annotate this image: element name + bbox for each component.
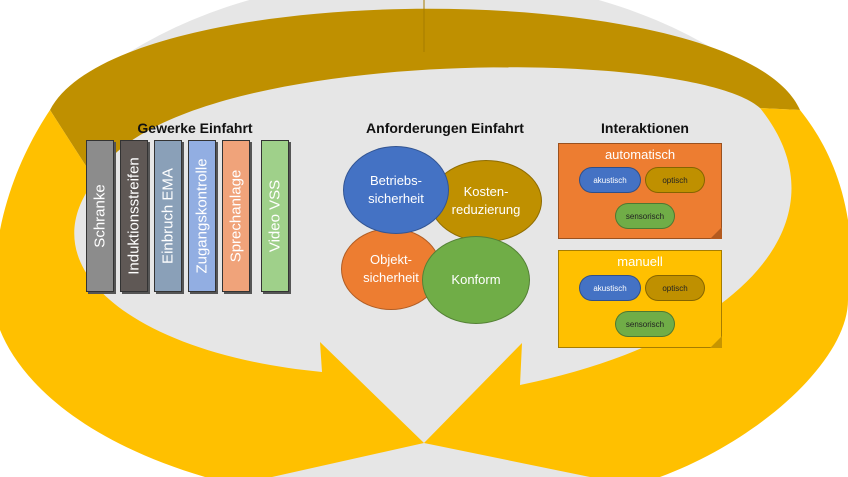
heading-anforderungen: Anforderungen Einfahrt — [366, 120, 524, 136]
gewerk-label: Video VSS — [266, 179, 284, 253]
chip-sensorisch: sensorisch — [615, 311, 675, 337]
circle-betriebssicherheit: Betriebs- sicherheit — [343, 146, 449, 234]
note-automatisch: automatisch akustisch optisch sensorisch — [558, 143, 722, 239]
gewerk-video-vss: Video VSS — [261, 140, 289, 292]
gewerk-label: Zugangskontrolle — [193, 158, 211, 274]
gewerk-induktionsstreifen: Induktionsstreifen — [120, 140, 148, 292]
chip-sensorisch: sensorisch — [615, 203, 675, 229]
left-arrow-band — [0, 110, 424, 477]
gewerk-label: Sprechanlage — [227, 169, 245, 263]
gewerk-sprechanlage: Sprechanlage — [222, 140, 250, 292]
chip-label: optisch — [662, 283, 688, 293]
chip-optisch: optisch — [645, 275, 705, 301]
note-fold — [710, 227, 722, 239]
top-arrow-band — [50, 8, 800, 180]
circle-label: Betriebs- sicherheit — [368, 173, 424, 206]
right-arrow-band — [424, 108, 848, 477]
heading-interaktionen: Interaktionen — [601, 120, 689, 136]
chip-label: sensorisch — [625, 211, 665, 221]
gewerk-schranke: Schranke — [86, 140, 114, 292]
gewerk-zugangskontrolle: Zugangskontrolle — [188, 140, 216, 292]
circle-kostenreduzierung: Kosten- reduzierung — [430, 160, 542, 242]
chip-label: optisch — [662, 175, 688, 185]
circle-label: Objekt- sicherheit — [363, 252, 419, 285]
gewerk-einbruch-ema: Einbruch EMA — [154, 140, 182, 292]
note-title: automatisch — [604, 147, 676, 162]
chip-label: akustisch — [593, 175, 627, 185]
note-title: manuell — [617, 254, 663, 269]
gewerk-label: Schranke — [91, 184, 109, 248]
chip-optisch: optisch — [645, 167, 705, 193]
circle-label: Kosten- reduzierung — [451, 184, 521, 217]
chip-label: sensorisch — [625, 319, 665, 329]
note-manuell: manuell akustisch optisch sensorisch — [558, 250, 722, 348]
circle-label: Konform — [451, 272, 501, 287]
chip-label: akustisch — [593, 283, 627, 293]
gewerk-label: Induktionsstreifen — [125, 157, 143, 275]
gewerk-label: Einbruch EMA — [159, 168, 177, 264]
chip-akustisch: akustisch — [579, 167, 641, 193]
chip-akustisch: akustisch — [579, 275, 641, 301]
note-fold — [710, 336, 722, 348]
circle-konform: Konform — [422, 236, 530, 324]
heading-gewerke: Gewerke Einfahrt — [137, 120, 253, 136]
